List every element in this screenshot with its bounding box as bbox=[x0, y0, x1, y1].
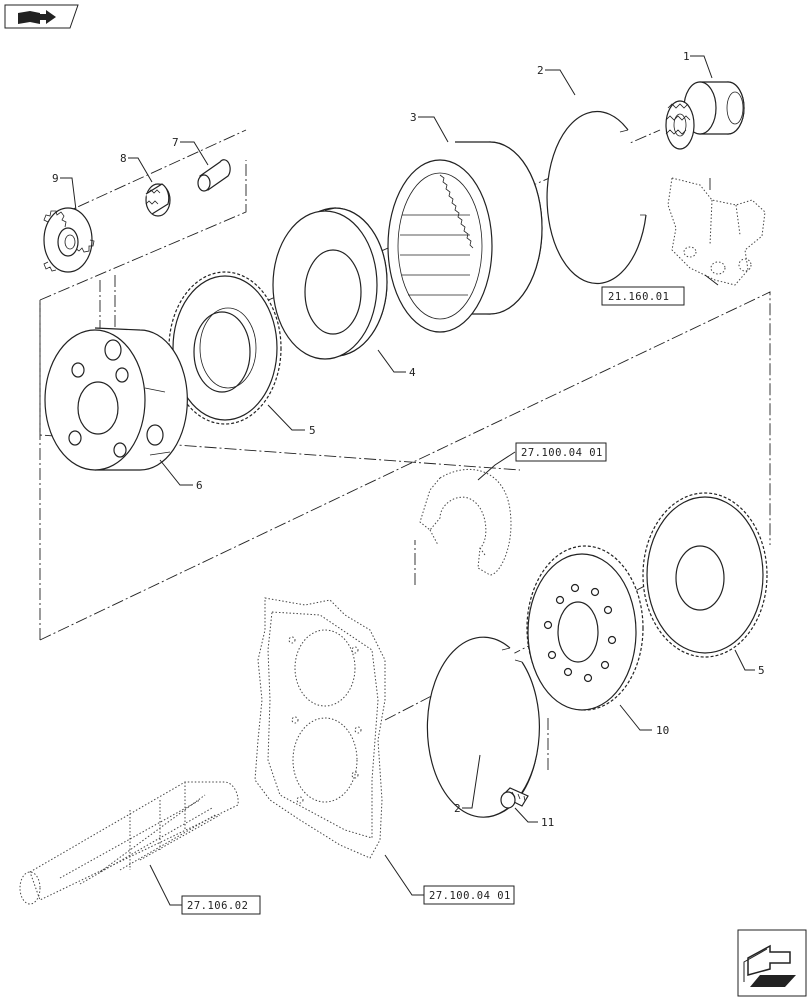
ref-box-27100-upper[interactable]: 27.100.04 01 bbox=[515, 442, 607, 462]
callout-8: 8 bbox=[120, 152, 127, 165]
part-4-friction-disc[interactable] bbox=[272, 207, 388, 360]
part-5-gear-lower[interactable] bbox=[642, 492, 768, 658]
callout-4: 4 bbox=[409, 366, 416, 379]
callout-1: 1 bbox=[683, 50, 690, 63]
part-7-pin[interactable] bbox=[197, 159, 231, 192]
book-arrow-icon[interactable] bbox=[4, 4, 79, 29]
callout-2-upper: 2 bbox=[537, 64, 544, 77]
callout-2-lower: 2 bbox=[454, 802, 461, 815]
part-9-planet-gear[interactable] bbox=[43, 207, 95, 273]
output-shaft-reference bbox=[19, 781, 239, 905]
callout-5-upper: 5 bbox=[309, 424, 316, 437]
part-3-ring-gear[interactable] bbox=[387, 141, 543, 333]
callout-5-lower: 5 bbox=[758, 664, 765, 677]
part-1-pinion[interactable] bbox=[665, 81, 745, 150]
ref-box-21160[interactable]: 21.160.01 bbox=[601, 286, 685, 306]
part-8-small-gear[interactable] bbox=[145, 183, 171, 217]
ref-box-27100-lower[interactable]: 27.100.04 01 bbox=[423, 885, 515, 905]
ref-box-27106[interactable]: 27.106.02 bbox=[181, 895, 261, 915]
callout-10: 10 bbox=[656, 724, 669, 737]
retainer-reference bbox=[419, 469, 512, 576]
part-6-planet-carrier[interactable] bbox=[44, 327, 188, 471]
ref-21160-text: 21.160.01 bbox=[608, 291, 669, 303]
callout-9: 9 bbox=[52, 172, 59, 185]
part-2-snap-ring-lower[interactable] bbox=[426, 636, 540, 818]
ref-27100-upper-text: 27.100.04 01 bbox=[521, 447, 603, 459]
leader-lines bbox=[60, 55, 755, 906]
part-5-gear-upper[interactable] bbox=[168, 271, 282, 425]
support-bracket-reference bbox=[667, 177, 766, 286]
ref-27106-text: 27.106.02 bbox=[187, 900, 248, 912]
callout-3: 3 bbox=[410, 111, 417, 124]
callout-labels: 1 2 3 4 5 6 7 8 9 5 10 2 11 bbox=[52, 50, 765, 829]
callout-6: 6 bbox=[196, 479, 203, 492]
callout-7: 7 bbox=[172, 136, 179, 149]
part-10-drilled-gear[interactable] bbox=[526, 545, 644, 711]
next-page-arrow-icon[interactable] bbox=[737, 929, 807, 997]
housing-plate-reference bbox=[254, 597, 386, 859]
part-2-snap-ring-upper[interactable] bbox=[546, 111, 647, 285]
callout-11: 11 bbox=[541, 816, 554, 829]
ref-27100-lower-text: 27.100.04 01 bbox=[429, 890, 511, 902]
part-11-bolt[interactable] bbox=[500, 787, 529, 809]
